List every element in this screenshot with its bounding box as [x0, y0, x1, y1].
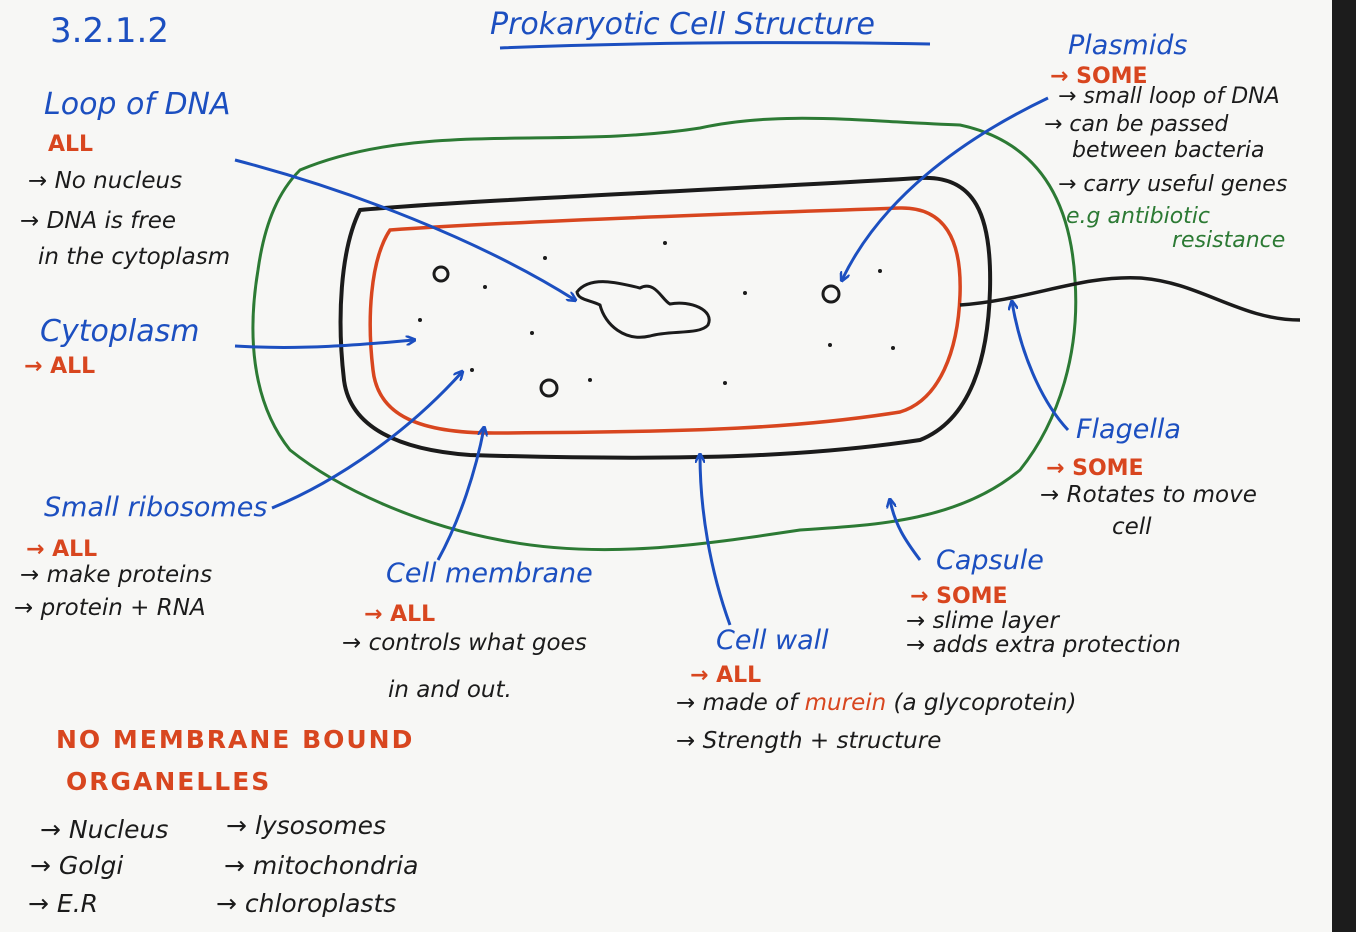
cell-membrane-outline [368, 206, 962, 435]
tag-capsule: → SOME [910, 584, 1008, 609]
note-cell-wall-suffix: (a glycoprotein) [893, 690, 1077, 716]
note-flagella: → Rotates to move [1040, 482, 1257, 508]
tag-flagella: → SOME [1046, 456, 1144, 481]
note-capsule: → adds extra protection [906, 632, 1181, 658]
note-small-ribosomes: → make proteins [20, 562, 213, 588]
cell-wall-outline [338, 175, 993, 460]
note-cell-wall-prefix: → made of [676, 690, 798, 716]
arrow-flagella [1012, 302, 1070, 432]
note-plasmids-example: e.g antibiotic [1066, 204, 1211, 229]
note-cell-wall-material: → made of murein (a glycoprotein) [676, 690, 1076, 716]
note-plasmids: → small loop of DNA [1058, 84, 1280, 109]
organelle-item: → Golgi [30, 851, 124, 880]
tag-cell-wall: → ALL [690, 663, 762, 688]
capsule-outline [251, 116, 1078, 552]
tag-small-ribosomes: → ALL [26, 537, 98, 562]
tag-cell-membrane: → ALL [364, 602, 436, 627]
label-flagella: Flagella [1076, 414, 1181, 445]
note-cell-membrane: in and out. [388, 677, 512, 703]
heading-no-organelles: NO MEMBRANE BOUND [56, 725, 415, 754]
arrow-cytoplasm [234, 340, 414, 349]
heading-no-organelles: ORGANELLES [66, 767, 272, 796]
plasmid [432, 265, 450, 283]
plasmid [821, 284, 841, 304]
arrow-dna [234, 158, 575, 300]
note-capsule: → slime layer [906, 608, 1059, 634]
note-cell-wall-highlight: murein [804, 690, 887, 716]
organelle-item: → mitochondria [224, 851, 419, 880]
section-code: 3.2.1.2 [50, 11, 169, 51]
tag-plasmids: → SOME [1050, 64, 1148, 89]
page-title: Prokaryotic Cell Structure [490, 7, 875, 42]
arrow-membrane [436, 428, 484, 561]
note-plasmids: → can be passed [1044, 112, 1229, 137]
note-flagella: cell [1112, 514, 1152, 540]
note-cell-wall-function: → Strength + structure [676, 728, 942, 754]
tag-loop-of-dna: ALL [48, 132, 94, 157]
ribosome-dots [418, 241, 895, 385]
label-small-ribosomes: Small ribosomes [44, 492, 268, 523]
note-cell-membrane: → controls what goes [342, 630, 587, 656]
note-small-ribosomes: → protein + RNA [14, 595, 206, 621]
arrow-wall [700, 455, 732, 626]
note-plasmids: → carry useful genes [1058, 172, 1288, 197]
note-plasmids-example: resistance [1172, 228, 1286, 253]
organelle-item: → Nucleus [40, 815, 169, 844]
tag-cytoplasm: → ALL [24, 354, 96, 379]
note-loop-of-dna: → DNA is free [20, 208, 177, 234]
label-cytoplasm: Cytoplasm [40, 314, 200, 349]
label-plasmids: Plasmids [1068, 30, 1188, 61]
note-plasmids: between bacteria [1072, 138, 1265, 163]
organelle-item: → chloroplasts [216, 889, 397, 918]
label-cell-membrane: Cell membrane [386, 558, 593, 589]
note-loop-of-dna: → No nucleus [28, 168, 183, 194]
arrow-ribosomes [271, 372, 462, 510]
label-cell-wall: Cell wall [716, 625, 829, 656]
arrow-plasmids [842, 96, 1049, 280]
note-loop-of-dna: in the cytoplasm [38, 244, 231, 270]
flagellum [959, 276, 1301, 322]
organelle-item: → E.R [28, 889, 99, 918]
page-edge-shadow [1332, 0, 1356, 932]
label-capsule: Capsule [936, 545, 1044, 576]
label-loop-of-dna: Loop of DNA [44, 87, 231, 122]
plasmid [539, 378, 559, 398]
arrow-capsule [890, 500, 922, 561]
organelle-item: → lysosomes [226, 811, 387, 840]
title-underline [499, 41, 931, 50]
dna-loop [575, 280, 711, 339]
